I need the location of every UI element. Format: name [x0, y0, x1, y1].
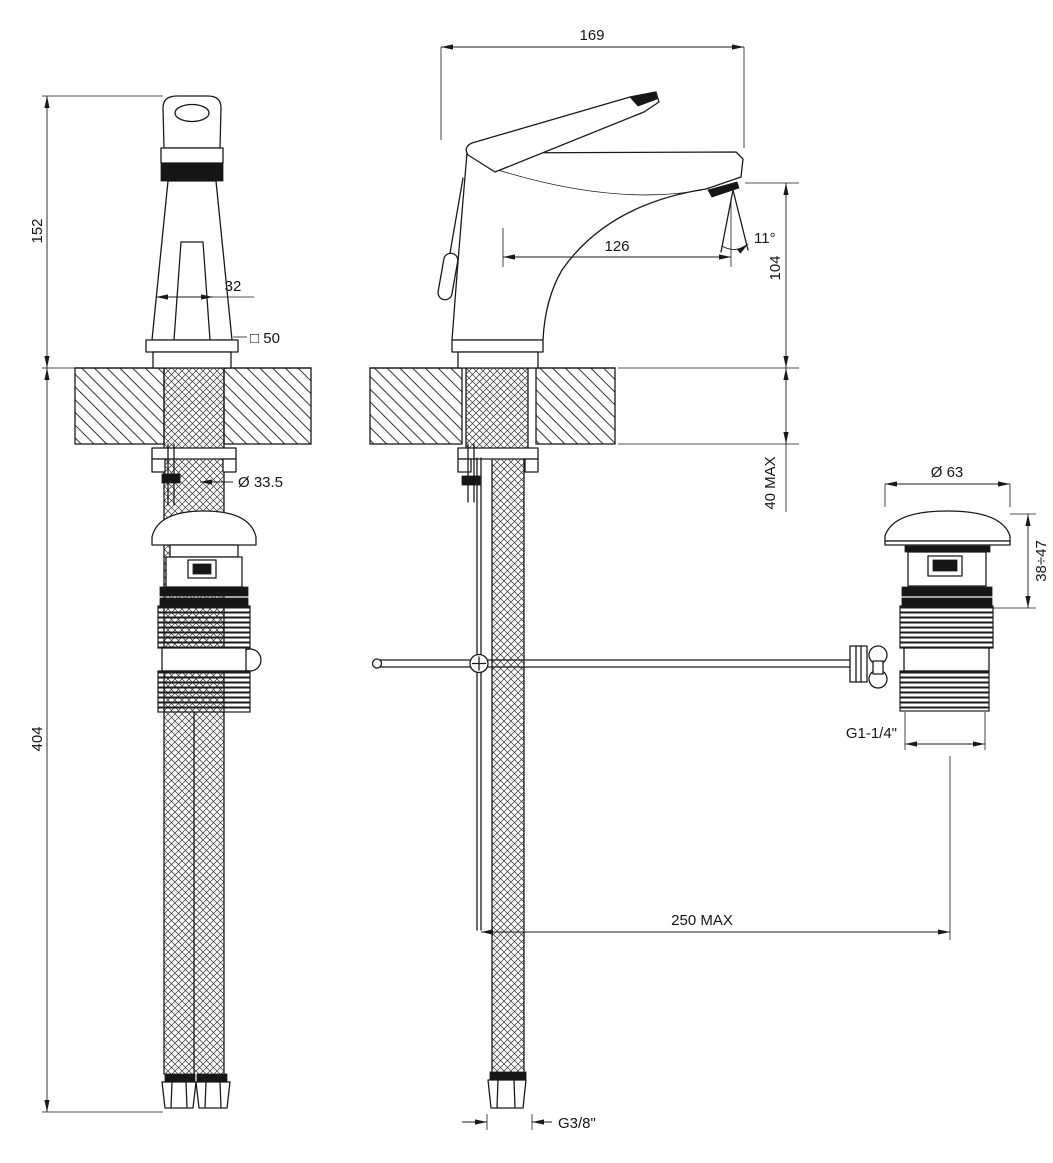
dim-152-label: 152	[29, 218, 46, 243]
handle-lever-side	[465, 91, 660, 173]
dim-angle11-label: 11°	[754, 230, 776, 247]
base-plate-front	[145, 339, 239, 353]
popup-vertical-rod	[476, 457, 482, 931]
mounting-bracket-side	[457, 443, 539, 503]
dim-32-label: 32	[225, 278, 242, 295]
spout-body-side	[451, 151, 744, 341]
dim-d335-label: Ø 33.5	[238, 474, 283, 491]
dim-d63-label: Ø 63	[931, 464, 964, 481]
supply-hose-side	[465, 367, 529, 1073]
dimensions: 152 404 32 □ 50 Ø 33.5 169 126 11°	[29, 27, 1050, 1132]
dim-104-label: 104	[767, 255, 784, 280]
hose-nuts-front	[161, 1073, 231, 1109]
faucet-front	[145, 95, 239, 369]
deck-section-front	[74, 367, 312, 445]
dim-g114-label: G1-1/4"	[846, 725, 897, 742]
dim-404-label: 404	[29, 726, 46, 751]
deck-section-side	[369, 367, 616, 445]
waste-cap	[884, 510, 1011, 542]
dim-40max-label: 40 MAX	[762, 456, 779, 509]
waste-thread-lower	[899, 670, 990, 712]
popup-waste-front	[151, 510, 262, 713]
side-view	[369, 91, 853, 1109]
rod-clevis	[849, 645, 888, 689]
waste-thread-upper	[899, 605, 994, 649]
dim-sq50-label: □ 50	[250, 330, 280, 347]
mounting-bracket-front	[151, 443, 237, 506]
faucet-side	[451, 91, 744, 369]
popup-waste-side	[849, 510, 1011, 712]
front-view	[74, 95, 312, 1109]
aerator-outlet	[707, 181, 740, 198]
hose-nut-side	[487, 1071, 527, 1109]
dim-126-label: 126	[604, 238, 629, 255]
dim-250max-label: 250 MAX	[671, 912, 733, 929]
dim-169-label: 169	[579, 27, 604, 44]
popup-horizontal-rod	[371, 653, 853, 674]
dim-3847-label: 38÷47	[1033, 540, 1050, 582]
dim-g38-label: G3/8"	[558, 1115, 596, 1132]
popup-pull-knob	[437, 177, 464, 301]
base-plate-side	[451, 339, 544, 353]
